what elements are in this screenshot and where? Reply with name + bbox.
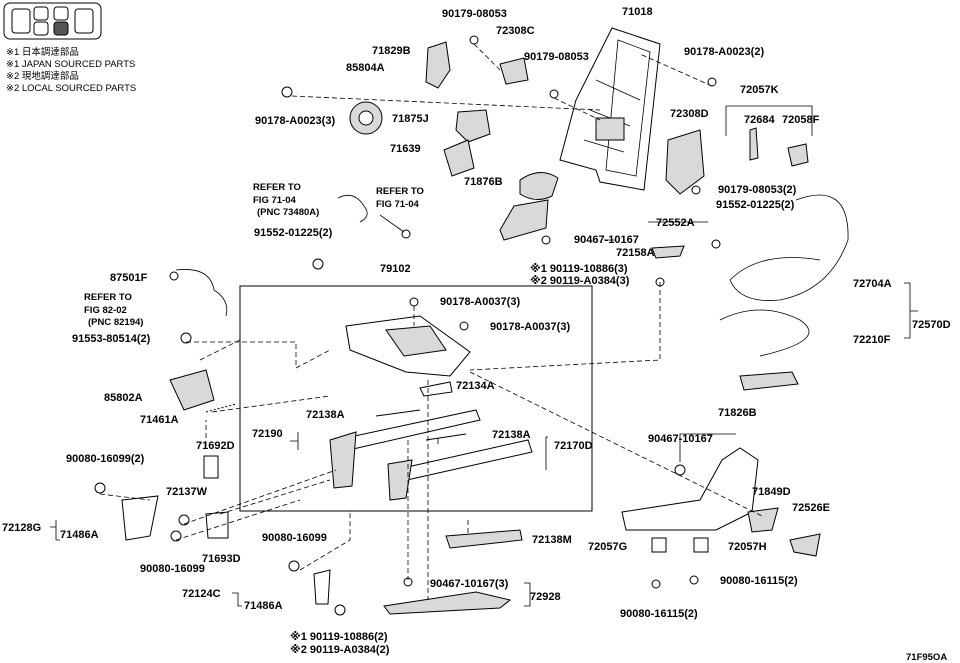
label-90080-16099-mid: 90080-16099 bbox=[262, 532, 327, 544]
label-72128G: 72128G bbox=[2, 522, 41, 534]
label-72057K: 72057K bbox=[740, 84, 779, 96]
label-90119-A0384-2: ※2 90119-A0384(2) bbox=[290, 644, 390, 656]
label-72928: 72928 bbox=[530, 591, 561, 603]
label-90080-16115-2-bottom: 90080-16115(2) bbox=[620, 608, 698, 620]
label-90179-08053-top: 90179-08053 bbox=[442, 8, 507, 20]
legend-line-3: ※2 現地調達部品 bbox=[6, 70, 79, 82]
label-90178-A0037-3-b: 90178-A0037(3) bbox=[490, 321, 570, 333]
label-71461A: 71461A bbox=[140, 414, 179, 426]
figure-code: 71F95OA bbox=[906, 652, 947, 663]
label-72704A: 72704A bbox=[853, 278, 892, 290]
label-71486A-bottom: 71486A bbox=[244, 600, 283, 612]
label-72308C: 72308C bbox=[496, 25, 535, 37]
legend-line-2: ※1 JAPAN SOURCED PARTS bbox=[6, 59, 135, 70]
label-72058F: 72058F bbox=[782, 114, 820, 126]
label-72552A: 72552A bbox=[656, 217, 695, 229]
label-91553-80514-2: 91553-80514(2) bbox=[72, 333, 151, 345]
label-71692D: 71692D bbox=[196, 440, 235, 452]
fasteners bbox=[94, 35, 721, 616]
label-90080-16099-2: 90080-16099(2) bbox=[66, 453, 145, 465]
label-71639: 71639 bbox=[390, 143, 421, 155]
label-85804A: 85804A bbox=[346, 62, 385, 74]
adjuster-parts bbox=[121, 194, 368, 605]
label-90467-10167-3: 90467-10167(3) bbox=[430, 578, 509, 590]
label-72057G: 72057G bbox=[588, 541, 627, 553]
label-72526E: 72526E bbox=[792, 502, 830, 514]
label-72170D: 72170D bbox=[554, 440, 593, 452]
label-91552-01225-2-left: 91552-01225(2) bbox=[254, 227, 333, 239]
label-90178-A0037-3-a: 90178-A0037(3) bbox=[440, 296, 520, 308]
recliner-parts bbox=[349, 41, 809, 259]
label-refer-to-3: REFER TO bbox=[84, 292, 132, 303]
label-85802A: 85802A bbox=[104, 392, 143, 404]
legend-line-4: ※2 LOCAL SOURCED PARTS bbox=[6, 83, 136, 94]
label-72210F: 72210F bbox=[853, 334, 891, 346]
label-90119-10886-2: ※1 90119-10886(2) bbox=[290, 631, 388, 643]
label-71875J: 71875J bbox=[392, 113, 429, 125]
label-pnc-73480A: (PNC 73480A) bbox=[257, 207, 319, 218]
label-87501F: 87501F bbox=[110, 272, 148, 284]
sourcing-legend: ※1 日本調達部品 ※1 JAPAN SOURCED PARTS ※2 現地調達… bbox=[6, 46, 136, 94]
label-90179-08053-2: 90179-08053(2) bbox=[718, 184, 797, 196]
label-72570D: 72570D bbox=[912, 319, 951, 331]
label-71826B: 71826B bbox=[718, 407, 757, 419]
label-91552-01225-2-right: 91552-01225(2) bbox=[716, 199, 795, 211]
label-90080-16115-2-right: 90080-16115(2) bbox=[720, 575, 798, 587]
label-pnc-82194: (PNC 82194) bbox=[88, 317, 143, 328]
leader-lines bbox=[50, 105, 918, 607]
label-90178-A0023-3: 90178-A0023(3) bbox=[255, 115, 335, 127]
label-71018: 71018 bbox=[622, 6, 653, 18]
label-72134A: 72134A bbox=[456, 380, 495, 392]
label-fig-82-02: FIG 82-02 bbox=[84, 305, 127, 316]
label-90467-10167-top: 90467-10167 bbox=[574, 234, 639, 246]
label-90467-10167-right: 90467-10167 bbox=[648, 433, 713, 445]
label-71829B: 71829B bbox=[372, 45, 411, 57]
label-71876B: 71876B bbox=[464, 176, 503, 188]
label-90179-08053-b: 90179-08053 bbox=[524, 51, 589, 63]
seat-position-legend bbox=[3, 2, 102, 40]
label-fig-71-04-1: FIG 71-04 bbox=[253, 195, 296, 206]
label-71849D: 71849D bbox=[752, 486, 791, 498]
label-refer-to-1: REFER TO bbox=[253, 182, 301, 193]
label-90178-A0023-2: 90178-A0023(2) bbox=[684, 46, 764, 58]
label-72308D: 72308D bbox=[670, 108, 709, 120]
label-72138A-left: 72138A bbox=[306, 409, 345, 421]
cushion-frame bbox=[329, 315, 533, 615]
side-cover bbox=[621, 447, 821, 557]
assembly-box-79102 bbox=[239, 285, 593, 512]
legend-line-1: ※1 日本調達部品 bbox=[6, 46, 79, 58]
label-72057H: 72057H bbox=[728, 541, 767, 553]
label-72158A: 72158A bbox=[616, 247, 655, 259]
seatback-frame bbox=[559, 27, 661, 191]
wire-harness bbox=[719, 194, 849, 391]
label-72684: 72684 bbox=[744, 114, 775, 126]
label-72124C: 72124C bbox=[182, 588, 221, 600]
label-71486A-left: 71486A bbox=[60, 529, 99, 541]
label-79102: 79102 bbox=[380, 263, 411, 275]
label-72138A-right: 72138A bbox=[492, 429, 531, 441]
label-refer-to-2: REFER TO bbox=[376, 186, 424, 197]
part-labels: 90179-08053 72308C 71018 90179-08053 901… bbox=[2, 6, 951, 663]
label-72137W: 72137W bbox=[166, 486, 208, 498]
label-90119-10886-3: ※1 90119-10886(3) bbox=[530, 263, 628, 275]
label-fig-71-04-2: FIG 71-04 bbox=[376, 199, 419, 210]
label-90119-A0384-3: ※2 90119-A0384(3) bbox=[530, 275, 630, 287]
label-71693D: 71693D bbox=[202, 553, 241, 565]
label-72138M: 72138M bbox=[532, 534, 572, 546]
label-90080-16099-bottom: 90080-16099 bbox=[140, 563, 205, 575]
dashed-assembly-lines bbox=[99, 43, 763, 600]
label-72190: 72190 bbox=[252, 428, 283, 440]
